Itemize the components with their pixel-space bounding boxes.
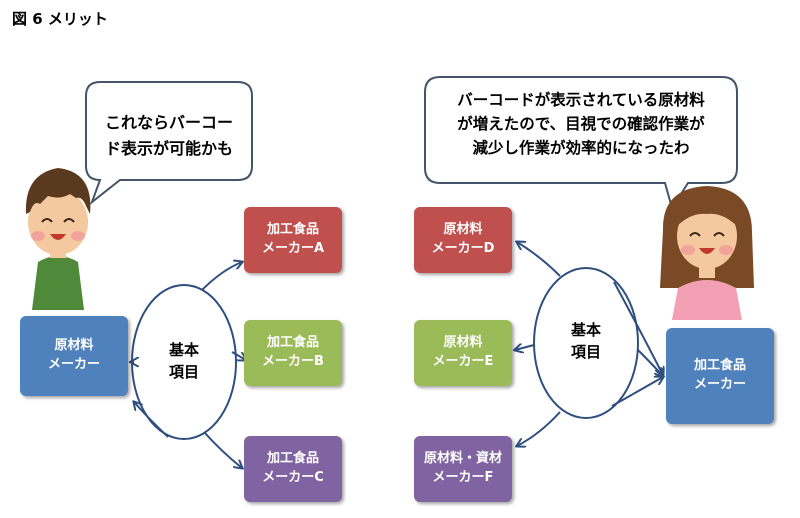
raw-material-maker-e-line-1: 原材料	[443, 335, 483, 351]
arrow-to-food-maker-middle	[637, 349, 663, 376]
raw-material-maker-box: 原材料 メーカー	[20, 316, 128, 396]
left-speech-bubble	[85, 81, 253, 205]
left-center-label: 基本 項目	[154, 340, 214, 384]
left-speech-text: これならバーコー ド表示が可能かも	[92, 110, 246, 161]
arrow-left-bottom-curve	[134, 402, 169, 438]
arrow-to-food-maker-lower	[611, 377, 663, 407]
raw-material-maker-f-line-2: メーカーF	[432, 470, 494, 485]
food-maker-b-line-1: 加工食品	[266, 335, 319, 351]
food-maker-line-2: メーカー	[693, 377, 746, 392]
left-speech-line-1: これならバーコー	[104, 113, 233, 132]
food-maker-line-1: 加工食品	[693, 358, 746, 374]
man-illustration	[25, 168, 91, 310]
figure-title: 図 6 メリット	[12, 10, 108, 28]
right-center-label: 基本 項目	[556, 320, 616, 364]
food-maker-b-box: 加工食品 メーカーB	[244, 320, 342, 386]
food-maker-c-line-2: メーカーC	[262, 470, 324, 485]
right-center-line-1: 基本	[570, 321, 601, 339]
right-speech-line-3: 減少し作業が効率的になったわ	[472, 139, 690, 158]
food-maker-a-line-1: 加工食品	[266, 222, 319, 238]
raw-material-maker-f-line-1: 原材料・資材	[423, 451, 502, 467]
arrow-to-maker-a	[201, 262, 242, 291]
right-center-line-2: 項目	[570, 342, 601, 361]
woman-illustration	[660, 186, 754, 320]
left-center-line-2: 項目	[168, 362, 199, 381]
arrow-to-maker-f	[517, 411, 561, 446]
right-speech-text: バーコードが表示されている原材料 が増えたので、目視での確認作業が 減少し作業が…	[428, 88, 734, 160]
raw-material-maker-e-box: 原材料 メーカーE	[414, 320, 512, 386]
arrow-to-food-maker-upper	[613, 281, 663, 375]
raw-material-maker-f-box: 原材料・資材 メーカーF	[414, 436, 512, 502]
right-speech-line-2: が増えたので、目視での確認作業が	[457, 115, 705, 134]
raw-material-maker-line-2: メーカー	[47, 357, 100, 372]
right-center-ellipse	[533, 267, 639, 419]
raw-material-maker-e-line-2: メーカーE	[432, 354, 494, 369]
arrow-to-maker-b	[231, 351, 246, 360]
food-maker-a-line-2: メーカーA	[261, 241, 325, 256]
food-maker-b-line-2: メーカーB	[262, 354, 324, 369]
raw-material-maker-d-box: 原材料 メーカーD	[414, 207, 512, 273]
arrow-to-maker-c	[203, 431, 242, 468]
right-speech-line-1: バーコードが表示されている原材料	[457, 91, 705, 109]
food-maker-box: 加工食品 メーカー	[666, 328, 774, 424]
food-maker-c-line-1: 加工食品	[266, 451, 319, 467]
raw-material-maker-line-1: 原材料	[54, 338, 94, 354]
food-maker-a-box: 加工食品 メーカーA	[244, 207, 342, 273]
raw-material-maker-d-line-2: メーカーD	[431, 241, 495, 256]
left-center-line-1: 基本	[168, 341, 199, 359]
food-maker-c-box: 加工食品 メーカーC	[244, 436, 342, 502]
arrow-to-maker-d	[517, 242, 561, 277]
left-speech-line-2: ド表示が可能かも	[104, 138, 233, 158]
arrow-to-maker-e	[515, 345, 535, 350]
raw-material-maker-d-line-1: 原材料	[443, 222, 483, 238]
